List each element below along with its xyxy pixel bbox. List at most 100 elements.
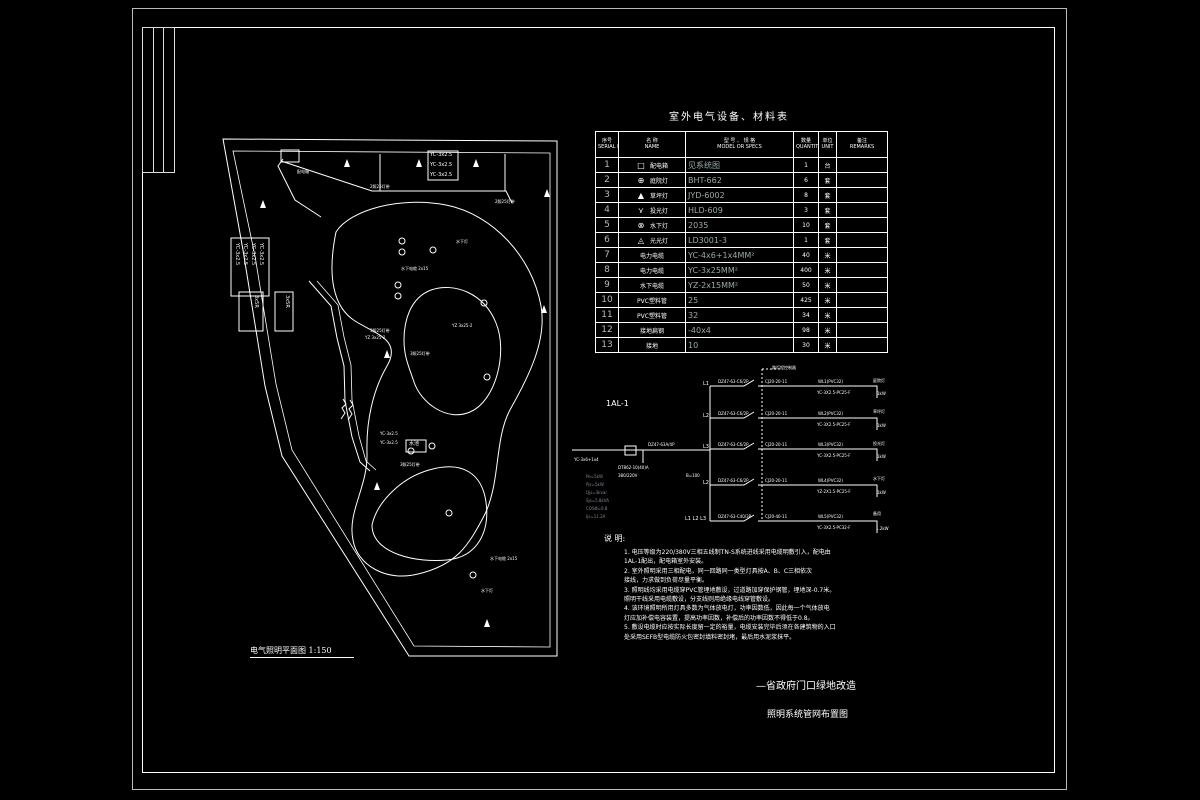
material-table-row: 13 接地 10 30 米 — [595, 337, 888, 353]
load-param: Pe=5kW — [586, 474, 603, 479]
phase-label: L2 — [703, 413, 709, 419]
row-model: 2035 — [685, 217, 794, 233]
notes-body: 1. 电压等级为220/380V三相五线制TN-S系统进线采用电缆明敷引入，配电… — [624, 549, 836, 641]
row-remark — [836, 337, 888, 353]
panel-id: 1AL-1 — [606, 399, 629, 408]
row-remark — [836, 217, 888, 233]
contactor-label: CJ20-20-11 — [765, 478, 788, 483]
row-name: 电力电缆 — [618, 247, 686, 263]
row-name-cell: ⊕ 庭院灯 — [618, 172, 686, 188]
header-quantity: 数量 QUANTITY — [793, 131, 819, 158]
circuit-power: 1.2kW — [876, 526, 889, 531]
row-name: 庭院灯 — [649, 177, 668, 185]
material-table-header-row: 序号 SERIAL No. 名 称 NAME 型 号 、 规 格 MODEL O… — [595, 131, 888, 158]
row-quantity: 98 — [793, 322, 819, 338]
drawing-title: 照明系统管网布置图 — [767, 710, 849, 720]
phase-label: L1 L2 L3 — [685, 516, 707, 522]
underwater-lamp-label: 水下灯 — [481, 588, 493, 593]
circuit-power: 1kW — [877, 454, 886, 459]
row-remark — [836, 157, 888, 173]
lamp-group-label: 3照25灯带 — [410, 351, 430, 356]
phase-label: L1 — [703, 381, 709, 387]
pool-label: 水池 — [409, 441, 420, 447]
circuit-label: WL2(PVC32) — [818, 411, 843, 416]
distribution-box-label: 配电箱 — [297, 169, 309, 174]
row-remark — [836, 322, 888, 338]
row-remark — [836, 262, 888, 278]
row-model: -40x4 — [685, 322, 794, 338]
row-unit: 套 — [818, 187, 837, 203]
row-unit: 米 — [818, 292, 837, 308]
row-model: 见系统图 — [685, 157, 794, 173]
material-table-row: 6 ◬光光灯 LD3001-3 1 套 — [595, 232, 888, 248]
courtyard-lamp-icon: ⊕ — [637, 175, 645, 185]
row-model: JYD-6002 — [685, 187, 794, 203]
circuit-power: 1kW — [877, 490, 886, 495]
yz-cable-label: YZ 3x25-2 — [452, 323, 473, 328]
contactor-label: CJ20-20-11 — [765, 379, 788, 384]
material-table-row: 11 PVC塑料管 32 34 米 — [595, 307, 888, 323]
row-number: 10 — [595, 292, 619, 308]
row-name: 草坪灯 — [649, 192, 668, 200]
row-number: 8 — [595, 262, 619, 278]
row-name: PVC塑料管 — [618, 307, 686, 323]
circuit-power: 1kW — [877, 391, 886, 396]
breaker-label: DZ47-63-C6/2P — [718, 379, 749, 384]
circuit-label: WL4(PVC32) — [818, 478, 843, 483]
load-param: COSΦ=0.8 — [586, 506, 608, 511]
row-remark — [836, 307, 888, 323]
lamp-group-label: 2照25灯带 — [370, 184, 390, 189]
row-name-cell: ⋎投光灯 — [618, 202, 686, 218]
bus-label: B=100 — [686, 473, 700, 478]
row-remark — [836, 232, 888, 248]
breaker-label: DZ47-63-C40/3P — [718, 514, 752, 519]
row-name-cell: □配电箱 — [618, 157, 686, 173]
circuit-label: WL1(PVC32) — [818, 379, 843, 384]
header-model: 型 号 、 规 格 MODEL OR SPECS — [685, 131, 794, 158]
circuit-load: 投光灯 — [873, 441, 885, 446]
row-name: 电力电缆 — [618, 262, 686, 278]
incoming-cable-label: YC-3x6+1x4 — [574, 457, 599, 462]
lamp-group-label: 2照25灯带 — [495, 199, 515, 204]
lamp-group-label: 3照25灯带 — [400, 462, 420, 467]
row-name: 水下电缆 — [618, 277, 686, 293]
row-name-cell: ▲草坪灯 — [618, 187, 686, 203]
cable-label: YC-3x2.5 — [430, 152, 453, 158]
row-name: 水下灯 — [649, 222, 668, 230]
circuit-power: 1kW — [877, 423, 886, 428]
material-table-row: 5 ⊗水下灯 2035 10 套 — [595, 217, 888, 233]
left-stamp-strip — [142, 27, 175, 173]
material-table: 序号 SERIAL No. 名 称 NAME 型 号 、 规 格 MODEL O… — [595, 131, 888, 353]
left-cable-label: YC-3x2.5 — [234, 243, 240, 266]
row-unit: 米 — [818, 322, 837, 338]
yc-cable-label: YC-3x2.5 — [380, 440, 398, 445]
row-model: BHT-662 — [685, 172, 794, 188]
circuit-cable: YC-3X2.5-PC25-F — [817, 422, 851, 427]
row-remark — [836, 187, 888, 203]
row-number: 12 — [595, 322, 619, 338]
circuit-load: 备用 — [873, 511, 881, 516]
inner-frame — [142, 27, 1055, 773]
row-quantity: 34 — [793, 307, 819, 323]
circuit-label: WL3(PVC32) — [818, 442, 843, 447]
circuit-cable: YC-3X2.5-PC32-F — [817, 525, 851, 530]
row-number: 9 — [595, 277, 619, 293]
row-quantity: 10 — [793, 217, 819, 233]
row-number: 6 — [595, 232, 619, 248]
row-remark — [836, 247, 888, 263]
row-remark — [836, 172, 888, 188]
header-serial-number: 序号 SERIAL No. — [595, 131, 619, 158]
row-number: 13 — [595, 337, 619, 353]
row-number: 2 — [595, 172, 619, 188]
phase-label: L3 — [703, 444, 709, 450]
row-name: 光光灯 — [649, 237, 668, 245]
project-title: —省政府门口绿地改造 — [756, 681, 856, 692]
left-cable-label: YC-3x2.5 — [258, 243, 264, 266]
row-unit: 米 — [818, 262, 837, 278]
row-quantity: 40 — [793, 247, 819, 263]
row-model: 10 — [685, 337, 794, 353]
breaker-label: DZ47-63-C6/2P — [718, 478, 749, 483]
cable-label: YC-3x2.5 — [430, 162, 453, 168]
water-cable-label: 水下电缆 2x15 — [401, 266, 429, 271]
plan-title-underline — [250, 657, 354, 658]
